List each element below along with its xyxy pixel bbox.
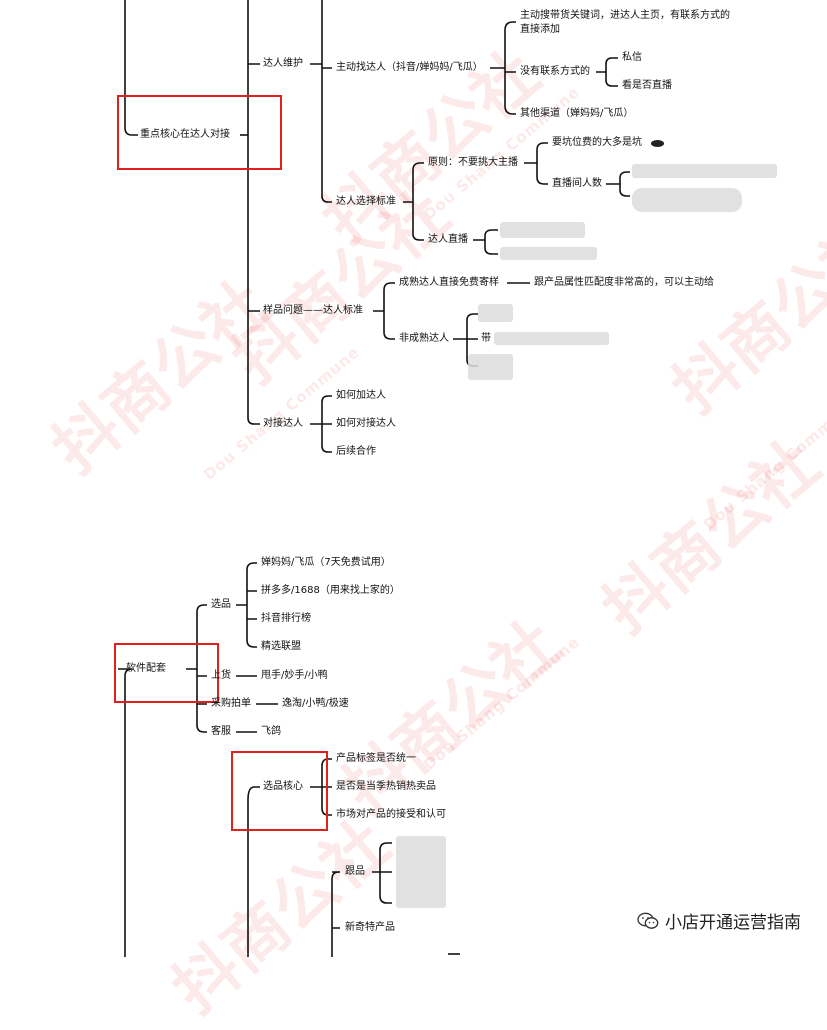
blurred-text: [396, 836, 446, 908]
node-dai: 带: [481, 333, 491, 344]
node-search-add: 主动搜带货关键词，进达人主页，有联系方式的: [520, 10, 730, 21]
node-chanmama: 婵妈妈/飞瓜（7天免费试用）: [261, 557, 391, 568]
blurred-text: [478, 304, 513, 322]
blurred-text: [632, 188, 742, 212]
mind-map: 抖商公社 Dou Shang Commune 抖商公社 抖商公社 Dou Sha…: [40, 0, 827, 1028]
bomb-icon: [651, 140, 664, 147]
blurred-text: [468, 354, 513, 380]
node-genpin: 跟品: [345, 866, 365, 877]
node-select-std: 达人选择标准: [336, 196, 396, 207]
node-how-connect: 如何对接达人: [336, 418, 396, 429]
node-xuanpin: 选品: [211, 599, 231, 610]
node-pit-fee: 要坑位费的大多是坑: [552, 137, 642, 148]
node-how-add: 如何加达人: [336, 390, 386, 401]
node-douyin-rank: 抖音排行榜: [261, 613, 311, 624]
account-name: 小店开通运营指南: [665, 913, 801, 933]
node-mature-note: 跟产品属性匹配度非常高的，可以主动给: [534, 277, 714, 288]
blurred-text: [494, 332, 609, 345]
node-search-add-2: 直接添加: [520, 24, 560, 35]
connector-lines: [118, 0, 630, 957]
node-jingxuan: 精选联盟: [261, 641, 301, 652]
node-core: 选品核心: [263, 781, 303, 792]
blurred-text: [500, 247, 597, 260]
node-private-msg: 私信: [622, 52, 642, 63]
node-caigou-tools: 逸淘/小鸭/极速: [282, 698, 349, 709]
node-shanghuo-tools: 甩手/妙手/小鸭: [261, 670, 328, 681]
node-shanghuo: 上货: [211, 670, 231, 681]
node-not-mature: 非成熟达人: [399, 333, 449, 344]
node-zhudong: 主动找达人（抖音/婵妈妈/飞瓜）: [336, 62, 483, 73]
node-new-product: 新奇特产品: [345, 922, 395, 933]
node-market-accept: 市场对产品的接受和认可: [336, 809, 446, 820]
node-sample-issue: 样品问题——达人标准: [263, 305, 363, 316]
node-caigou: 采购拍单: [211, 698, 251, 709]
node-daren-live: 达人直播: [428, 234, 468, 245]
node-other-channel: 其他渠道（婵妈妈/飞瓜）: [520, 108, 634, 119]
node-software: 软件配套: [126, 663, 166, 674]
node-hot-season: 是否是当季热销热卖品: [336, 781, 436, 792]
node-mature-free: 成熟达人直接免费寄样: [399, 277, 499, 288]
node-followup: 后续合作: [336, 446, 376, 457]
node-main-focus: 重点核心在达人对接: [140, 129, 230, 140]
node-daren-weihu: 达人维护: [263, 58, 303, 69]
node-live-viewers: 直播间人数: [552, 178, 602, 189]
wechat-icon: [637, 912, 659, 929]
node-pdd: 拼多多/1688（用来找上家的）: [261, 585, 400, 596]
node-connect: 对接达人: [263, 418, 303, 429]
blurred-text: [632, 164, 777, 178]
node-kefu: 客服: [211, 726, 231, 737]
node-kefu-tool: 飞鸽: [261, 726, 281, 737]
node-principle: 原则：不要挑大主播: [428, 157, 518, 168]
node-tag-unified: 产品标签是否统一: [336, 753, 416, 764]
blurred-text: [500, 222, 585, 238]
highlight-box: [114, 643, 219, 703]
highlight-box: [117, 95, 282, 170]
node-check-live: 看是否直播: [622, 80, 672, 91]
highlight-box: [231, 751, 328, 831]
node-no-contact: 没有联系方式的: [520, 66, 590, 77]
account-footer: 小店开通运营指南: [637, 908, 801, 933]
